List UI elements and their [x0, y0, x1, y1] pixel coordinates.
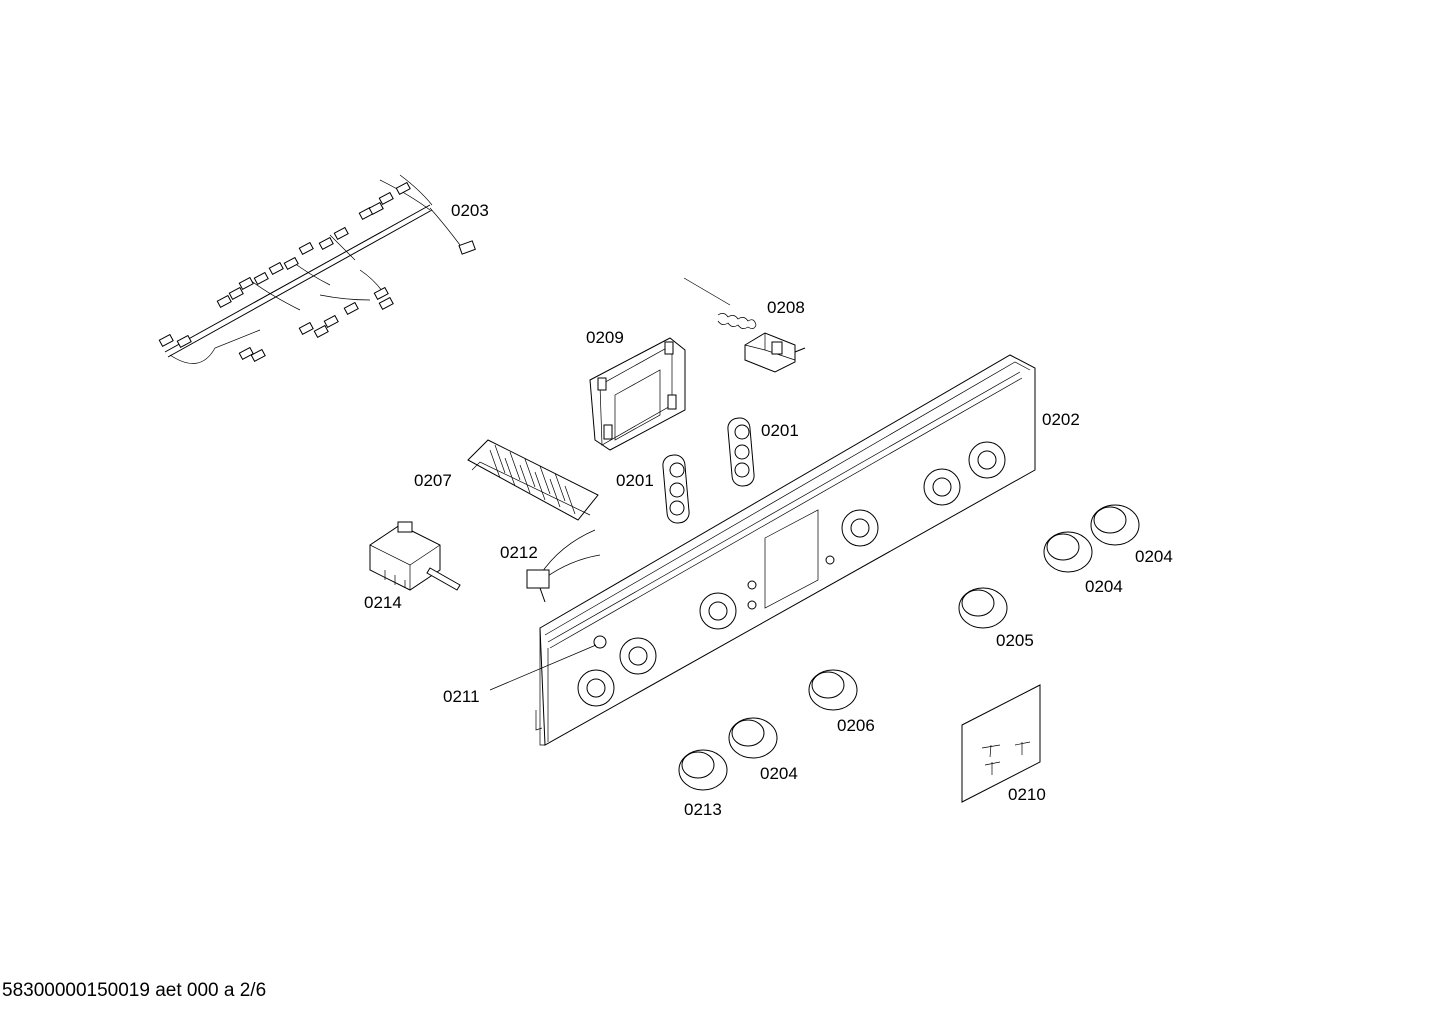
- switch-strip-0201-b: [727, 417, 755, 487]
- terminal-block-0207: [467, 439, 599, 521]
- part-label-0210: 0210: [1008, 785, 1046, 804]
- part-label-0205: 0205: [996, 631, 1034, 650]
- part-label-0201-a: 0201: [616, 471, 654, 490]
- wiring-harness-0203: [158, 174, 476, 364]
- knob-0204-b: [1043, 531, 1093, 573]
- thermostat-0208: [683, 277, 806, 373]
- control-panel-0202: [535, 354, 1036, 746]
- part-label-0204-a: 0204: [1135, 547, 1173, 566]
- part-label-0208: 0208: [767, 298, 805, 317]
- module-0209: [589, 337, 686, 451]
- part-label-0211: 0211: [443, 687, 480, 706]
- part-label-0212: 0212: [500, 543, 538, 562]
- knob-0204-c: [728, 717, 778, 759]
- leader-line-0211: [489, 644, 597, 691]
- knob-0204-a: [1090, 504, 1140, 546]
- part-label-0207: 0207: [414, 471, 452, 490]
- part-label-0203: 0203: [451, 201, 489, 220]
- part-label-0204-b: 0204: [1085, 577, 1123, 596]
- part-label-0204-c: 0204: [760, 764, 798, 783]
- part-label-0206: 0206: [837, 716, 875, 735]
- knob-0213: [678, 749, 728, 791]
- part-label-0214: 0214: [364, 593, 402, 612]
- screw-kit-0210: [961, 684, 1041, 803]
- rotary-switch-0214: [369, 521, 461, 591]
- knob-0206: [808, 669, 858, 711]
- part-label-0213: 0213: [684, 800, 722, 819]
- sensor-0212: [526, 529, 601, 603]
- switch-strip-0201-a: [662, 454, 690, 524]
- part-label-0202: 0202: [1042, 410, 1080, 429]
- drawing-reference-number: 58300000150019 aet 000 a 2/6: [2, 980, 267, 1001]
- part-label-0209: 0209: [586, 328, 624, 347]
- part-label-0201-b: 0201: [761, 421, 799, 440]
- knob-0205: [958, 587, 1008, 629]
